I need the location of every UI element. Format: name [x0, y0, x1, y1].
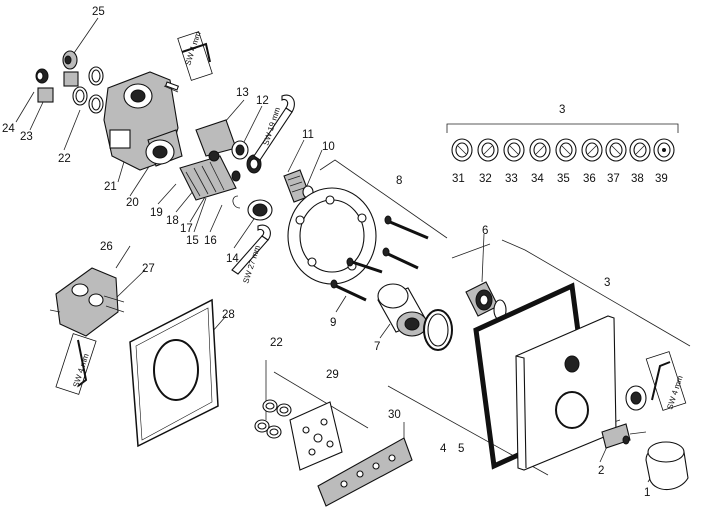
leader-lines	[15, 17, 661, 483]
base-block-26	[49, 267, 125, 337]
part-label-39: 39	[655, 173, 668, 185]
adapter-6	[465, 281, 507, 321]
part-label-22-bottom: 22	[270, 337, 283, 349]
cartridge-17	[179, 155, 237, 201]
small-fittings-group	[35, 50, 104, 114]
part-label-18: 18	[166, 215, 179, 227]
part-label-15: 15	[186, 235, 199, 247]
part-label-13: 13	[236, 87, 249, 99]
part-label-22: 22	[58, 153, 71, 165]
knob-variant-33	[503, 138, 525, 162]
part-label-29: 29	[326, 369, 339, 381]
valve-body-21	[103, 71, 183, 171]
rosette-9	[287, 187, 377, 285]
ring-15	[232, 195, 273, 221]
part-label-38: 38	[631, 173, 644, 185]
part-label-34: 34	[531, 173, 544, 185]
sleeve-7	[377, 283, 453, 351]
part-label-23: 23	[20, 131, 33, 143]
part-label-5: 5	[458, 443, 464, 455]
part-label-17: 17	[180, 223, 193, 235]
hex-key-sw4-right	[645, 351, 687, 411]
knob-variant-32	[477, 138, 499, 162]
right-small-parts	[601, 385, 689, 491]
cartridge-13	[195, 119, 237, 157]
wrench-sw27	[231, 224, 271, 275]
hex-key-sw4-left	[55, 333, 97, 395]
part-label-31: 31	[452, 173, 465, 185]
rail-30	[317, 437, 413, 507]
sleeve-23	[37, 87, 54, 103]
part-label-9: 9	[330, 317, 336, 329]
part-label-19: 19	[150, 207, 163, 219]
part-label-8: 8	[396, 175, 402, 187]
part-label-7: 7	[374, 341, 380, 353]
part-label-12: 12	[256, 95, 269, 107]
part-label-33: 33	[505, 173, 518, 185]
part-label-4: 4	[440, 443, 447, 455]
knob-variant-39	[653, 138, 675, 162]
knob-variant-38	[629, 138, 651, 162]
screws-8	[330, 215, 429, 302]
mounting-plate-29	[289, 401, 343, 471]
knob-variant-34	[529, 138, 551, 162]
part-label-25: 25	[92, 6, 105, 18]
orings-22	[254, 399, 292, 439]
cover-plates	[473, 282, 617, 471]
part-label-35: 35	[557, 173, 570, 185]
part-label-36: 36	[583, 173, 596, 185]
part-label-11: 11	[302, 129, 314, 141]
cartridge-assembly	[179, 119, 262, 201]
part-label-28: 28	[222, 309, 235, 321]
part-label-21: 21	[104, 181, 117, 193]
part-label-1: 1	[644, 487, 650, 499]
part-label-32: 32	[479, 173, 492, 185]
hex-key-sw4-top	[177, 31, 213, 81]
part-label-30: 30	[388, 409, 401, 421]
part-label-2: 2	[598, 465, 604, 477]
knob-variants	[451, 138, 675, 162]
part-label-6: 6	[482, 225, 488, 237]
knob-variant-36	[581, 138, 603, 162]
part-label-27: 27	[142, 263, 155, 275]
part-label-14: 14	[226, 253, 239, 265]
plate-28	[129, 298, 219, 448]
part-labels: 25 24 23 22 21 20 19 18 17 15 16 13 12 1…	[2, 6, 668, 499]
part-label-26: 26	[100, 241, 113, 253]
part-label-10: 10	[322, 141, 335, 153]
knob-variant-35	[555, 138, 577, 162]
tool-label-sw4-left: SW 4 mm	[71, 352, 91, 388]
part-label-3-top: 3	[559, 104, 565, 116]
insert-25	[63, 71, 79, 87]
part-label-24: 24	[2, 123, 15, 135]
part-label-37: 37	[607, 173, 620, 185]
part-label-3-right: 3	[604, 277, 610, 289]
wrench-sw19	[253, 94, 295, 161]
part-label-16: 16	[204, 235, 217, 247]
knob-variant-37	[605, 138, 627, 162]
knob-variant-31	[451, 138, 473, 162]
part-label-20: 20	[126, 197, 139, 209]
